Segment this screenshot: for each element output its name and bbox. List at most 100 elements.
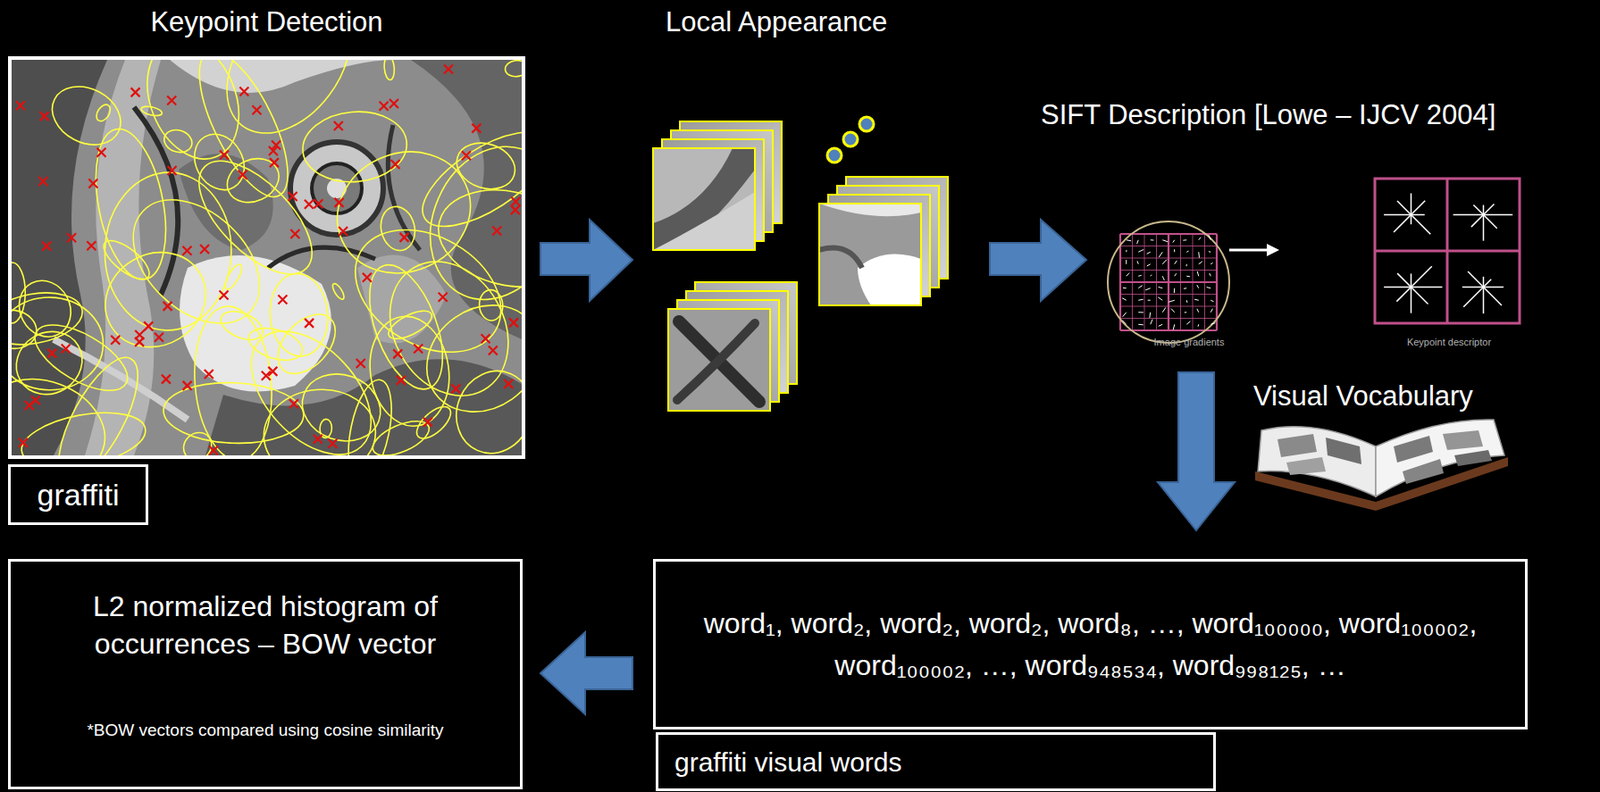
block-arrow	[989, 219, 1087, 302]
keypoint-ellipse	[267, 271, 332, 360]
keypoint-cross	[38, 176, 48, 186]
gradient-arrow	[1157, 297, 1163, 301]
keypoint-ellipse	[244, 322, 307, 367]
keypoint-cross	[471, 124, 481, 134]
gradient-arrow	[1158, 286, 1164, 288]
keypoint-ellipse	[503, 59, 522, 78]
gradient-arrow	[1174, 260, 1178, 265]
keypoint-ellipses	[11, 59, 522, 456]
keypoint-cross	[163, 301, 173, 311]
gradient-arrow	[1122, 312, 1127, 318]
gradient-arrow	[1210, 309, 1213, 313]
keypoint-ellipse	[11, 361, 119, 456]
keypoint-cross	[277, 294, 287, 304]
gradient-arrow	[1138, 275, 1141, 277]
sift-figure	[1107, 178, 1520, 344]
gradient-arrow	[1186, 276, 1190, 278]
keypoint-cross	[161, 375, 171, 385]
gradient-arrow	[1138, 324, 1143, 327]
keypoint-ellipse	[222, 261, 245, 292]
keypoint-ellipse	[87, 234, 224, 366]
keypoint-cross	[167, 96, 176, 106]
keypoint-cross	[209, 446, 218, 456]
keypoint-cross	[393, 349, 403, 359]
descriptor-bin	[1483, 279, 1492, 288]
gradient-arrow	[1158, 251, 1163, 258]
gradient-arrow	[1138, 299, 1143, 301]
box-text: graffiti visual words	[674, 745, 1198, 780]
keypoint-cross	[379, 101, 389, 111]
keypoint-cross	[313, 199, 323, 209]
keypoint-ellipse	[109, 175, 285, 348]
block-arrow	[540, 219, 633, 302]
gradient-arrow	[1173, 288, 1175, 294]
text-box: word₁, word₂, word₂, word₂, word₈, …, wo…	[653, 559, 1528, 730]
keypoint-cross	[239, 86, 249, 96]
grid-line	[1192, 234, 1194, 331]
grid-line	[1120, 281, 1217, 284]
gradient-arrow	[1162, 307, 1166, 312]
box-text: word₁, word₂, word₂, word₂, word₈, …, wo…	[677, 603, 1504, 687]
keypoint-ellipse	[376, 203, 419, 255]
box-text: graffiti	[23, 475, 134, 515]
keypoint-cross	[61, 344, 71, 354]
grid-line	[1180, 234, 1182, 331]
descriptor-bin	[1410, 193, 1413, 216]
keypoint-cross	[41, 242, 51, 252]
gradient-arrow	[1147, 300, 1151, 302]
descriptor-bin	[1411, 214, 1425, 217]
label-text: SIFT Description [Lowe – IJCV 2004]	[1040, 98, 1496, 132]
gradient-arrow	[1138, 249, 1144, 252]
keypoint-cross	[131, 87, 141, 97]
keypoint-ellipse	[293, 363, 390, 453]
descriptor-bin	[1467, 271, 1483, 287]
descriptor-bin	[1483, 203, 1495, 215]
gradient-arrow	[1183, 287, 1187, 290]
keypoint-cross	[134, 337, 144, 347]
descriptor-bin	[1397, 273, 1411, 287]
keypoint-cross	[290, 229, 300, 239]
keypoint-ellipse	[354, 255, 458, 400]
keypoint-cross	[413, 343, 423, 353]
grid-line	[1204, 234, 1206, 331]
gradient-arrow	[1174, 273, 1177, 277]
keypoint-cross	[238, 170, 248, 180]
text-box: graffiti visual words	[655, 732, 1216, 792]
gradient-arrow	[1138, 311, 1144, 313]
label-text: Keypoint Detection	[8, 5, 526, 39]
grid-line	[1120, 329, 1217, 332]
text-box: L2 normalized histogram of occurrences –…	[8, 559, 523, 790]
gradient-arrow	[1210, 300, 1214, 302]
keypoint-cross	[338, 226, 348, 236]
gradient-arrow	[1197, 309, 1199, 313]
keypoint-cross	[204, 369, 214, 379]
keypoint-ellipse	[428, 176, 522, 301]
keypoint-ellipse	[384, 305, 436, 345]
keypoint-cross	[86, 241, 96, 251]
descriptor-bin	[1462, 286, 1484, 289]
keypoint-cross	[183, 381, 193, 391]
descriptor-bin	[1471, 215, 1484, 228]
patch-stack	[668, 282, 797, 411]
keypoint-ellipse	[130, 59, 256, 173]
keypoint-cross	[362, 273, 372, 283]
keypoint-cross	[510, 197, 520, 207]
keypoint-cross	[40, 111, 50, 121]
keypoint-cross	[304, 200, 314, 210]
descriptor-bin	[1482, 287, 1485, 315]
keypoint-cross	[461, 150, 471, 160]
gradient-arrow	[1138, 285, 1142, 289]
gradient-arrow	[1126, 273, 1130, 277]
descriptor-bin	[1482, 276, 1485, 288]
keypoint-cross	[88, 179, 98, 189]
keypoint-ellipse	[267, 303, 347, 386]
gradient-arrow	[1125, 259, 1127, 265]
gradient-arrow	[1172, 240, 1175, 243]
ellipsis-dots	[827, 117, 874, 163]
gradient-arrow	[1147, 264, 1151, 267]
keypoint-ellipse	[405, 283, 522, 434]
descriptor-bin	[1410, 215, 1413, 226]
keypoint-cross	[67, 233, 76, 243]
keypoint-ellipse	[160, 126, 195, 157]
gradient-arrow	[1150, 275, 1152, 277]
